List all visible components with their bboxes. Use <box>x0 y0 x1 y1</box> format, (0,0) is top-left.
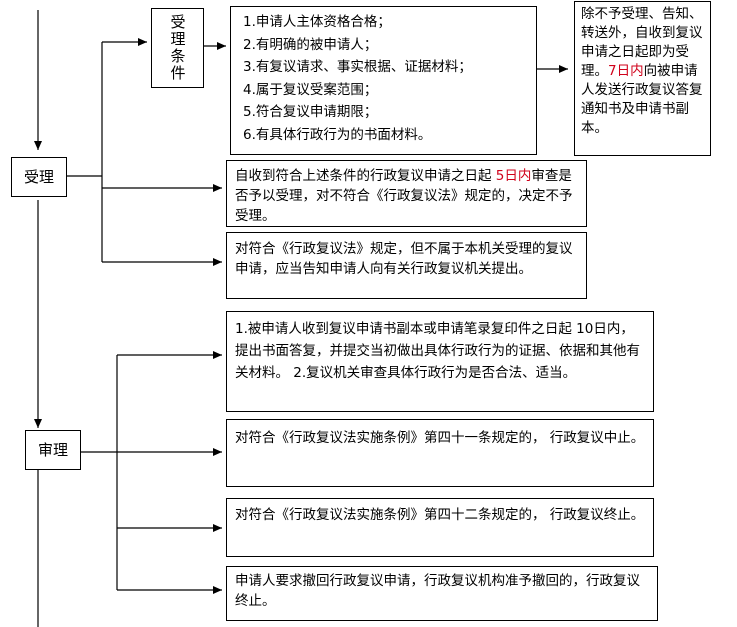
notify-box: 对符合《行政复议法》规定，但不属于本机关受理的复议申请，应当告知申请人向有关行政… <box>226 232 587 299</box>
condition-item: 2.有明确的被申请人； <box>243 36 378 53</box>
stage-acceptance: 受理 <box>11 157 67 197</box>
conditions-title-box: 受理条件 <box>151 8 204 88</box>
deadline-highlight: 5日内 <box>495 168 532 184</box>
condition-item: 5.符合复议申请期限； <box>243 104 378 120</box>
condition-item: 3.有复议请求、事实根据、证据材料； <box>243 59 472 75</box>
condition-item: 6.有具体行政行为的书面材料。 <box>243 126 432 143</box>
review-item-3: 对符合《行政复议法实施条例》第四十二条规定的， 行政复议终止。 <box>226 498 654 557</box>
acceptance-check-box: 自收到符合上述条件的行政复议申请之日起 5日内审查是否予以受理，对不符合《行政复… <box>226 160 587 227</box>
review-item-4: 申请人要求撤回行政复议申请，行政复议机构准予撤回的，行政复议终止。 <box>226 566 658 621</box>
condition-item: 1.申请人主体资格合格； <box>243 14 391 30</box>
review-item-2: 对符合《行政复议法实施条例》第四十一条规定的， 行政复议中止。 <box>226 419 654 487</box>
condition-item: 4.属于复议受案范围； <box>243 81 378 98</box>
stage-review: 审理 <box>25 430 81 470</box>
conditions-list: 1.申请人主体资格合格； 2.有明确的被申请人； 3.有复议请求、事实根据、证据… <box>230 6 537 155</box>
acceptance-outcome-box: 除不予受理、告知、转送外，自收到复议申请之日起即为受理。7日内向被申请人发送行政… <box>574 1 711 156</box>
deadline-highlight: 7日内 <box>608 63 644 79</box>
review-item-1: 1.被申请人收到复议申请书副本或申请笔录复印件之日起 10日内，提出书面答复，并… <box>226 311 654 412</box>
